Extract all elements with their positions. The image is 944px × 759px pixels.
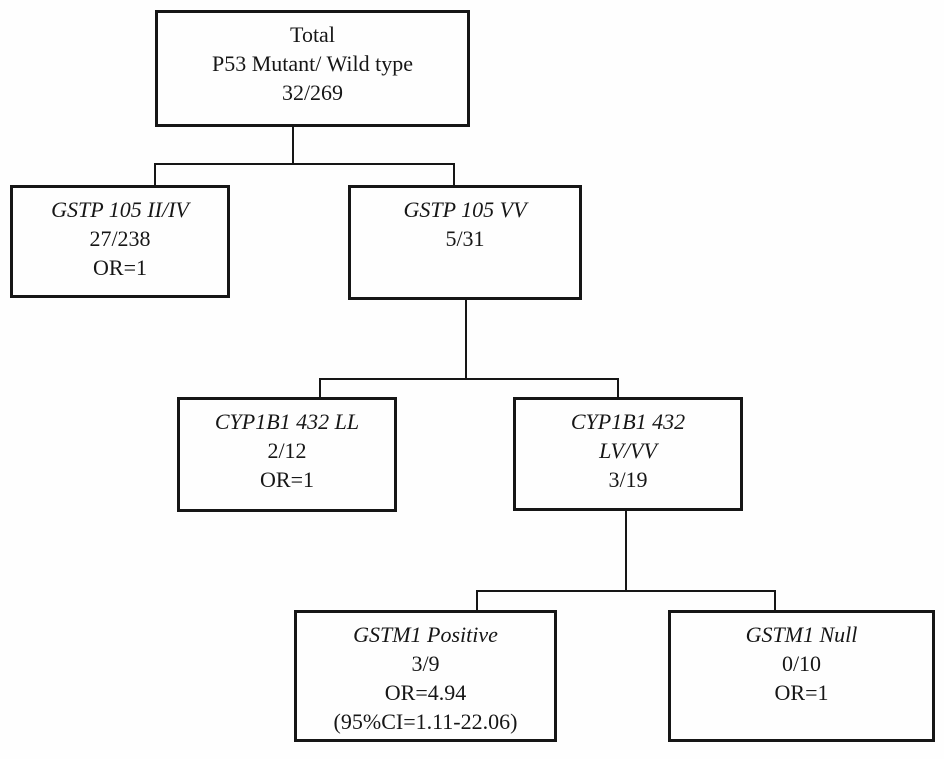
connector-drop-gstm1-positive — [476, 590, 478, 612]
node-gstm1-positive-confidence-interval: (95%CI=1.11-22.06) — [333, 709, 518, 734]
node-gstm1-positive-genotype: GSTM1 Positive — [353, 622, 498, 647]
node-gstp-105-vv-ratio: 5/31 — [445, 226, 485, 251]
node-gstm1-null: GSTM1 Null 0/10 OR=1 — [668, 610, 935, 742]
connector-drop-gstm1-null — [774, 590, 776, 612]
node-cyp1b1-432-lv-vv-genotype-line2: LV/VV — [599, 438, 657, 463]
node-gstp-105-ii-iv: GSTP 105 II/IV 27/238 OR=1 — [10, 185, 230, 298]
node-total: Total P53 Mutant/ Wild type 32/269 — [155, 10, 470, 127]
node-gstm1-null-genotype: GSTM1 Null — [745, 622, 858, 647]
connector-gstp-vv-crossbar — [319, 378, 619, 380]
node-total-ratio: 32/269 — [281, 80, 344, 105]
connector-gstp-vv-stem — [465, 298, 467, 380]
node-gstp-105-vv: GSTP 105 VV 5/31 — [348, 185, 582, 300]
node-gstm1-positive: GSTM1 Positive 3/9 OR=4.94 (95%CI=1.11-2… — [294, 610, 557, 742]
node-gstm1-null-odds-ratio: OR=1 — [774, 680, 829, 705]
connector-cyp1b1-lv-vv-crossbar — [476, 590, 776, 592]
node-cyp1b1-432-ll-odds-ratio: OR=1 — [260, 467, 314, 492]
connector-drop-gstp-vv — [453, 163, 455, 187]
connector-drop-cyp1b1-ll — [319, 378, 321, 399]
node-total-title: Total — [290, 22, 335, 47]
node-gstp-105-vv-genotype: GSTP 105 VV — [403, 197, 527, 222]
connector-drop-gstp-ii-iv — [154, 163, 156, 187]
node-total-subtitle: P53 Mutant/ Wild type — [212, 51, 413, 76]
node-gstp-105-ii-iv-genotype: GSTP 105 II/IV — [51, 197, 189, 222]
node-cyp1b1-432-ll-ratio: 2/12 — [267, 438, 307, 463]
node-gstm1-positive-ratio: 3/9 — [411, 651, 440, 676]
connector-total-stem — [292, 126, 294, 165]
node-cyp1b1-432-ll-genotype: CYP1B1 432 LL — [214, 409, 360, 434]
node-cyp1b1-432-lv-vv-ratio: 3/19 — [608, 467, 648, 492]
connector-drop-cyp1b1-lv-vv — [617, 378, 619, 399]
node-gstm1-positive-odds-ratio: OR=4.94 — [384, 680, 467, 705]
node-gstp-105-ii-iv-odds-ratio: OR=1 — [93, 255, 147, 280]
connector-cyp1b1-lv-vv-stem — [625, 509, 627, 592]
node-gstp-105-ii-iv-ratio: 27/238 — [89, 226, 151, 251]
node-gstm1-null-ratio: 0/10 — [781, 651, 822, 676]
node-cyp1b1-432-lv-vv: CYP1B1 432 LV/VV 3/19 — [513, 397, 743, 511]
node-cyp1b1-432-lv-vv-genotype-line1: CYP1B1 432 — [570, 409, 686, 434]
node-cyp1b1-432-ll: CYP1B1 432 LL 2/12 OR=1 — [177, 397, 397, 512]
connector-total-crossbar — [154, 163, 455, 165]
